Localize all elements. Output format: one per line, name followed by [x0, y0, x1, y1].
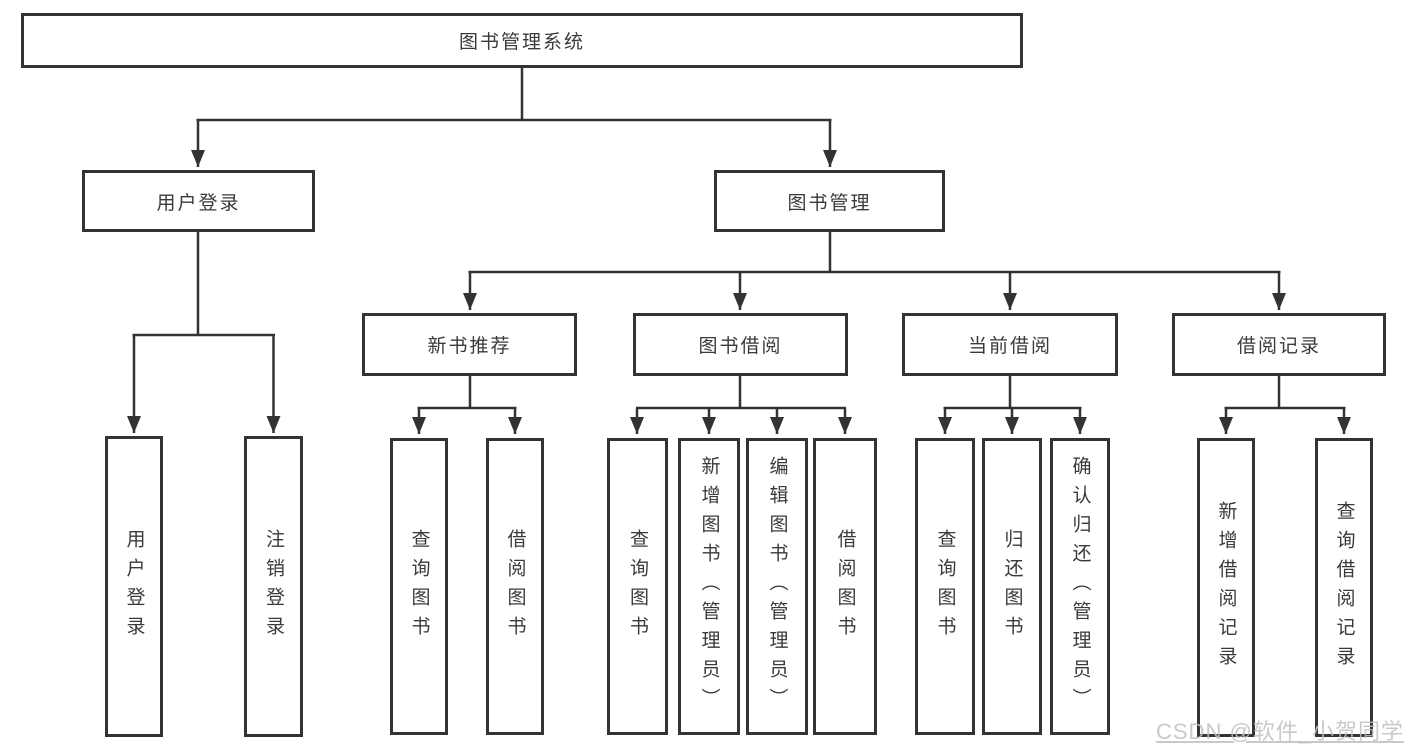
leaf-query-books-current-label: 查询图书: [934, 528, 956, 645]
node-user-login-label: 用户登录: [156, 192, 241, 214]
leaf-borrow-books-recommend-label: 借阅图书: [504, 528, 526, 645]
node-current-borrow: 当前借阅: [902, 313, 1118, 376]
leaf-edit-book-admin: 编辑图书（管理员）: [746, 438, 808, 735]
leaf-return-book: 归还图书: [982, 438, 1042, 735]
leaf-add-borrow-record: 新增借阅记录: [1197, 438, 1255, 737]
leaf-add-book-admin: 新增图书（管理员）: [678, 438, 740, 735]
leaf-return-book-label: 归还图书: [1001, 528, 1023, 645]
node-book-management-label: 图书管理: [787, 192, 872, 214]
node-root-label: 图书管理系统: [458, 32, 585, 53]
leaf-query-borrow-record-label: 查询借阅记录: [1333, 500, 1355, 675]
leaf-query-borrow-record: 查询借阅记录: [1315, 438, 1373, 737]
leaf-borrow-books-label: 借阅图书: [834, 528, 856, 645]
leaf-borrow-books-recommend: 借阅图书: [486, 438, 544, 735]
leaf-logout-label: 注销登录: [263, 528, 284, 645]
node-root-system: 图书管理系统: [21, 13, 1023, 68]
node-borrow-record: 借阅记录: [1172, 313, 1386, 376]
node-current-borrow-label: 当前借阅: [967, 336, 1052, 357]
node-new-book-recommend-label: 新书推荐: [427, 336, 512, 357]
leaf-add-borrow-record-label: 新增借阅记录: [1215, 500, 1237, 675]
leaf-query-books-current: 查询图书: [915, 438, 975, 735]
leaf-logout: 注销登录: [244, 436, 303, 737]
leaf-query-books-recommend: 查询图书: [390, 438, 448, 735]
leaf-query-books-recommend-label: 查询图书: [408, 528, 430, 645]
leaf-confirm-return-admin: 确认归还（管理员）: [1050, 438, 1110, 735]
leaf-query-books-borrow: 查询图书: [607, 438, 668, 735]
node-book-borrow: 图书借阅: [633, 313, 848, 376]
leaf-add-book-admin-label: 新增图书（管理员）: [698, 456, 720, 717]
node-new-book-recommend: 新书推荐: [362, 313, 577, 376]
leaf-user-login-label: 用户登录: [123, 528, 145, 645]
leaf-user-login: 用户登录: [105, 436, 163, 737]
leaf-query-books-borrow-label: 查询图书: [627, 528, 648, 645]
leaf-confirm-return-admin-label: 确认归还（管理员）: [1069, 456, 1091, 717]
node-book-management: 图书管理: [714, 170, 945, 232]
node-user-login: 用户登录: [82, 170, 315, 232]
leaf-edit-book-admin-label: 编辑图书（管理员）: [766, 456, 788, 717]
csdn-watermark: CSDN @软件_小贺同学: [1156, 719, 1405, 744]
node-borrow-record-label: 借阅记录: [1236, 336, 1321, 357]
leaf-borrow-books: 借阅图书: [813, 438, 877, 735]
node-book-borrow-label: 图书借阅: [698, 336, 783, 357]
